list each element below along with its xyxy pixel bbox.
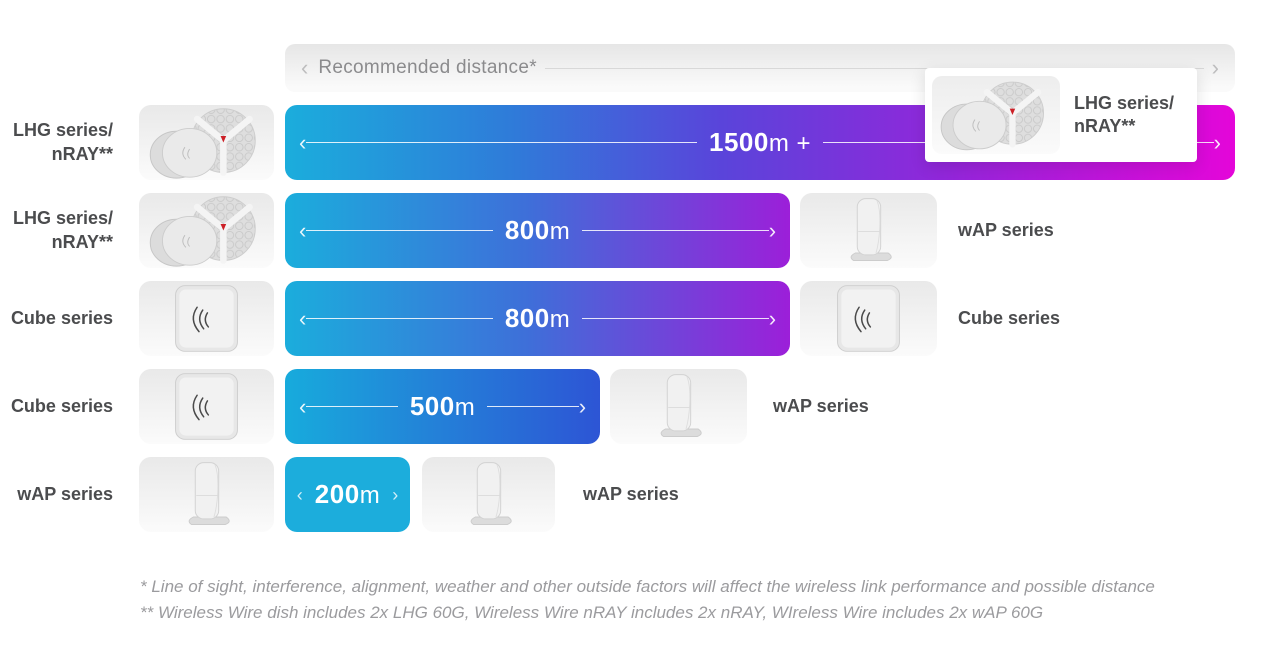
row4-left-device-tile [139, 369, 274, 444]
wap-device-image [188, 462, 230, 525]
footnote-line1: * Line of sight, interference, alignment… [140, 577, 1155, 596]
lhg-dish-image [149, 108, 256, 179]
distance-unit: m + [768, 130, 812, 157]
bar-arrow-left-icon: ‹ [299, 305, 307, 331]
row1-right-device-card: LHG series/ nRAY** [925, 68, 1197, 162]
wap-device-image [660, 374, 702, 437]
distance-unit: m [359, 482, 381, 509]
distance-unit: m [549, 306, 571, 333]
row5-left-label-line1: wAP series [17, 483, 113, 504]
bar-arrow-left-icon: ‹ [299, 217, 307, 243]
chevron-left-icon: ‹ [301, 55, 309, 80]
distance-number: 800 [504, 303, 550, 333]
distance-bar-800m-a: ‹ 800m › [285, 193, 790, 268]
right-label-text: wAP series [773, 396, 869, 416]
row5-left-device-tile [139, 457, 274, 532]
row4-right-device-tile [610, 369, 747, 444]
distance-unit: m [549, 218, 571, 245]
row4-left-label-line1: Cube series [10, 395, 113, 416]
wap-device-image [850, 198, 892, 261]
bar-arrow-line [582, 317, 769, 320]
right-label-text: wAP series [958, 220, 1054, 240]
row1-left-label-line1: LHG series/ [12, 120, 113, 141]
bar-arrow-left-icon: ‹ [299, 129, 307, 155]
header-title: Recommended distance* [318, 57, 537, 78]
row2-left-label-line2: nRAY** [51, 231, 113, 252]
bar-arrow-line [306, 405, 398, 408]
distance-unit: m [454, 394, 476, 421]
row5-right-label: wAP series [583, 457, 679, 532]
distance-number: 800 [504, 215, 550, 245]
row3-right-label: Cube series [958, 281, 1060, 356]
bar-arrow-right-icon: › [768, 217, 777, 243]
bar-arrow-left-icon: ‹ [296, 484, 303, 505]
wap-device-image [470, 462, 512, 525]
cube-device-image [175, 373, 238, 440]
distance-value: 200m [315, 479, 380, 510]
bar-arrow-line [306, 141, 697, 144]
lhg-dish-image [940, 81, 1044, 151]
bar-arrow-line [306, 229, 493, 232]
cube-device-image [837, 285, 900, 352]
distance-number: 1500 [708, 127, 769, 157]
bar-arrow-left-icon: ‹ [299, 393, 307, 419]
row3-left-label-line1: Cube series [10, 307, 113, 328]
row5-right-device-tile [422, 457, 555, 532]
distance-value: 800m [505, 303, 570, 334]
row3-right-device-tile [800, 281, 937, 356]
row2-right-label: wAP series [958, 193, 1054, 268]
distance-bar-500m: ‹ 500m › [285, 369, 600, 444]
distance-number: 500 [409, 391, 455, 421]
distance-bar-200m: ‹ 200m › [285, 457, 410, 532]
row3-left-device-tile [139, 281, 274, 356]
bar-arrow-line [487, 405, 579, 408]
distance-value: 800m [505, 215, 570, 246]
distance-value: 500m [410, 391, 475, 422]
card-device-tile [932, 76, 1060, 154]
bar-arrow-right-icon: › [392, 484, 399, 505]
footnotes: * Line of sight, interference, alignment… [140, 574, 1260, 625]
bar-arrow-right-icon: › [578, 393, 587, 419]
distance-value: 1500m + [709, 127, 811, 158]
row4-right-label: wAP series [773, 369, 869, 444]
card-label: LHG series/ nRAY** [1074, 92, 1174, 139]
card-label-line1: LHG series/ [1074, 92, 1175, 113]
row4-left-label: Cube series [0, 369, 113, 444]
lhg-dish-image [149, 196, 256, 267]
row2-right-device-tile [800, 193, 937, 268]
right-label-text: Cube series [958, 308, 1061, 328]
row2-left-label: LHG series/ nRAY** [0, 193, 113, 268]
row2-left-label-line1: LHG series/ [12, 208, 113, 229]
cube-device-image [175, 285, 238, 352]
row1-left-device-tile [139, 105, 274, 180]
row5-left-label: wAP series [0, 457, 113, 532]
card-label-line2: nRAY** [1074, 116, 1136, 136]
bar-arrow-line [582, 229, 769, 232]
ruler-line [544, 67, 1204, 69]
footnote-line2: ** Wireless Wire dish includes 2x LHG 60… [140, 602, 1044, 622]
row3-left-label: Cube series [0, 281, 113, 356]
distance-number: 200 [314, 479, 360, 509]
row1-left-label: LHG series/ nRAY** [0, 105, 113, 180]
right-label-text: wAP series [583, 484, 679, 504]
row1-left-label-line2: nRAY** [51, 143, 113, 164]
chevron-right-icon: › [1211, 55, 1219, 80]
distance-bar-800m-b: ‹ 800m › [285, 281, 790, 356]
bar-arrow-right-icon: › [768, 305, 777, 331]
bar-arrow-right-icon: › [1213, 129, 1221, 155]
row2-left-device-tile [139, 193, 274, 268]
bar-arrow-line [306, 317, 493, 320]
